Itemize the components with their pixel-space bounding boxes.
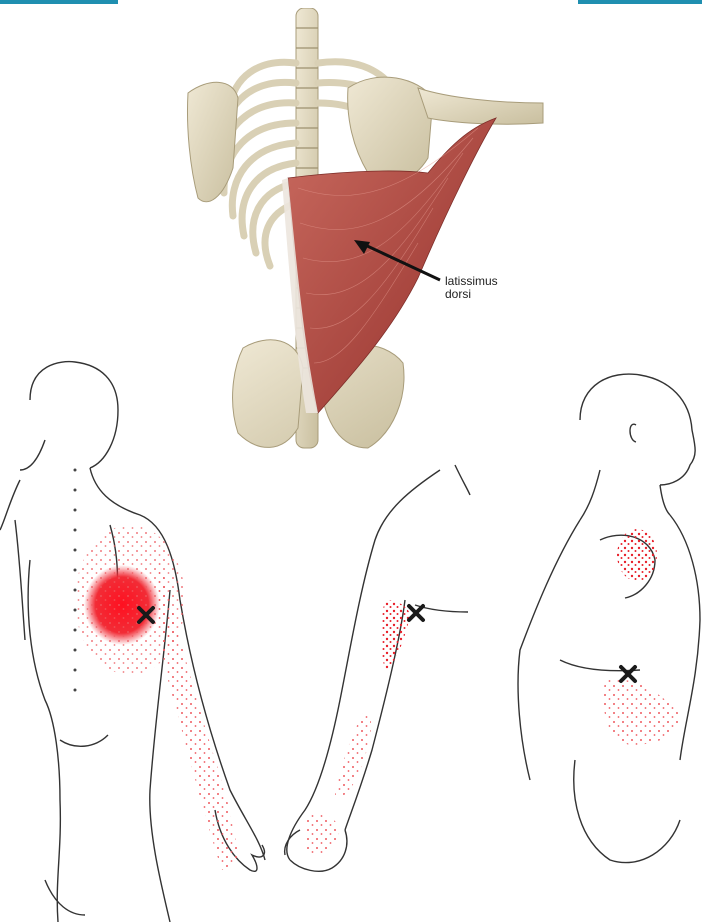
back-arm-pain-zone — [158, 560, 240, 870]
back-view-spine-dots — [74, 469, 77, 692]
referred-pain-figures — [0, 360, 702, 922]
arm-hand-pain-zone — [305, 813, 340, 856]
latissimus-dorsi-label: latissimus dorsi — [445, 275, 498, 301]
side-trigger-point-x — [621, 667, 635, 681]
right-humerus — [418, 88, 543, 124]
arm-forearm-pain-zone — [335, 710, 371, 797]
side-shoulder-pain-zone — [617, 529, 657, 581]
arm-view-figure — [285, 465, 470, 871]
left-scapula — [187, 82, 238, 201]
side-flank-pain-zone — [604, 679, 680, 745]
label-line-2: dorsi — [445, 288, 498, 301]
arm-upper-pain-zone — [381, 600, 410, 670]
top-accent-gap — [118, 0, 578, 4]
arm-trigger-point-x — [409, 606, 423, 620]
side-view-figure — [518, 374, 700, 863]
